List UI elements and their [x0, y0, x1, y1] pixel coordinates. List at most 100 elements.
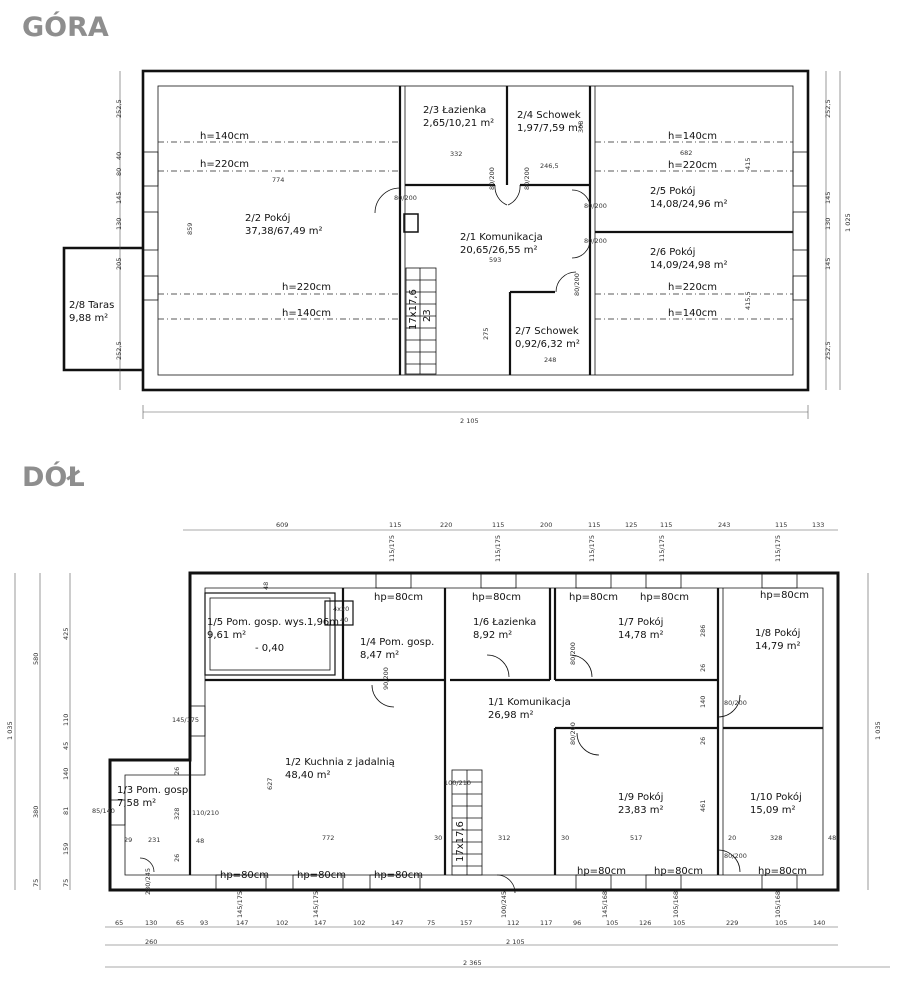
upper-floor-title: GÓRA [22, 12, 109, 43]
upper-room-name: 2/5 Pokój [650, 185, 695, 197]
dimension-label: 26 [173, 854, 181, 862]
dimension-label: 231 [148, 836, 160, 844]
dimension-label: 80 [115, 168, 123, 176]
sill-height-label: hp=80cm [297, 870, 346, 881]
dimension-label: 252,5 [824, 341, 832, 360]
window-dimension: 145/168 [601, 891, 609, 918]
dimension-label: 415 [744, 158, 752, 170]
sill-height-label: hp=80cm [374, 592, 423, 603]
dimension-label: 859 [186, 223, 194, 235]
duct-number: 40 [340, 616, 348, 624]
lower-room-name: 1/3 Pom. gosp. [117, 785, 191, 796]
door-dimension: 280/245 [144, 868, 152, 895]
upper-room-name: 2/6 Pokój [650, 246, 695, 258]
dimension-label: 2 105 [460, 417, 479, 425]
upper-room-name: 2/8 Taras [69, 300, 114, 311]
dimension-label: 130 [145, 919, 157, 927]
window-dimension: 105/168 [774, 891, 782, 918]
dimension-label: 220 [440, 521, 452, 529]
dimension-label: 229 [726, 919, 738, 927]
dimension-label: 159 [62, 843, 70, 855]
lower-room-area: 48,40 m² [285, 770, 331, 781]
lower-room-name: 1/6 Łazienka [473, 617, 536, 628]
window-dimension: 115/175 [588, 535, 596, 562]
lower-room-area: 8,92 m² [473, 630, 512, 641]
dimension-label: 115 [588, 521, 600, 529]
stairs-label: 17x17,6 [455, 821, 466, 862]
door-dimension: 80/200 [724, 699, 747, 707]
level-mark: - 0,40 [255, 643, 284, 654]
dimension-label: 140 [813, 919, 825, 927]
height-label: h=140cm [200, 131, 249, 142]
window-dimension: 110/210 [192, 809, 219, 817]
window-dimension: 145/175 [172, 716, 199, 724]
door-dimension: 80/200 [573, 273, 581, 296]
upper-terrace-outline [62, 246, 143, 372]
dimension-label: 627 [266, 778, 274, 790]
dimension-label: 75 [62, 879, 70, 887]
dimension-label: 130 [824, 218, 832, 230]
dimension-label: 332 [450, 150, 462, 158]
upper-stairs [405, 267, 437, 375]
dimension-label: 29 [124, 836, 132, 844]
dimension-label: 110 [62, 714, 70, 726]
lower-room-area: 14,78 m² [618, 630, 664, 641]
dimension-label: 2 105 [506, 938, 525, 946]
dimension-label: 126 [639, 919, 651, 927]
window-dimension: 145/175 [312, 891, 320, 918]
dimension-label: 105 [606, 919, 618, 927]
lower-stairs [451, 769, 483, 876]
upper-room-name: 2/4 Schowek [517, 110, 581, 121]
sill-height-label: hp=80cm [220, 870, 269, 881]
dimension-label: 517 [630, 834, 642, 842]
upper-room-area: 0,92/6,32 m² [515, 339, 580, 350]
window-dimension: 85/140 [92, 807, 115, 815]
dimension-label: 200 [540, 521, 552, 529]
upper-room-name: 2/1 Komunikacja [460, 232, 543, 243]
dimension-label: 40 [115, 152, 123, 160]
lower-floor-title: DÓŁ [22, 462, 85, 493]
dimension-label: 147 [314, 919, 326, 927]
door-dimension: 80/200 [569, 722, 577, 745]
door-dimension: 80/200 [488, 167, 496, 190]
lower-left-dims: 425 580 110 45 140 380 81 159 75 75 1 03… [6, 628, 70, 887]
lower-room-name: 1/10 Pokój [750, 791, 802, 803]
height-label: h=140cm [282, 308, 331, 319]
dimension-label: 157 [460, 919, 472, 927]
dimension-label: 117 [540, 919, 552, 927]
dimension-label: 26 [699, 737, 707, 745]
dimension-label: 308 [577, 121, 585, 133]
dimension-label: 328 [770, 834, 782, 842]
duct-size: 4x20 [333, 605, 349, 613]
lower-room-name: 1/7 Pokój [618, 616, 663, 628]
dimension-label: 205 [115, 258, 123, 270]
dimension-label: 93 [200, 919, 208, 927]
lower-room-area: 26,98 m² [488, 710, 534, 721]
dimension-label: 248 [544, 356, 556, 364]
dimension-label: 125 [625, 521, 637, 529]
dimension-label: 115 [660, 521, 672, 529]
upper-room-area: 14,09/24,98 m² [650, 260, 728, 271]
upper-room-area: 1,97/7,59 m² [517, 123, 582, 134]
dimension-label: 380 [32, 806, 40, 818]
dimension-label: 2 365 [463, 959, 482, 967]
height-label: h=220cm [282, 282, 331, 293]
lower-room-area: 7,58 m² [117, 798, 156, 809]
dimension-label: 112 [507, 919, 519, 927]
dimension-label: 115 [492, 521, 504, 529]
door-dimension: 80/200 [584, 202, 607, 210]
dimension-label: 145 [115, 192, 123, 204]
upper-left-dims: 252,5 40 80 145 130 205 252,5 [115, 99, 123, 360]
dimension-label: 26 [699, 664, 707, 672]
lower-room-area: 23,83 m² [618, 805, 664, 816]
height-label: h=140cm [668, 131, 717, 142]
height-label: h=140cm [668, 308, 717, 319]
door-dimension: 90/200 [382, 667, 390, 690]
lower-room-name: 1/1 Komunikacja [488, 697, 571, 708]
dimension-label: 140 [699, 696, 707, 708]
dimension-label: 682 [680, 149, 692, 157]
window-dimension: 115/175 [774, 535, 782, 562]
door-dimension: 80/200 [584, 237, 607, 245]
upper-floor-plan [62, 69, 841, 419]
